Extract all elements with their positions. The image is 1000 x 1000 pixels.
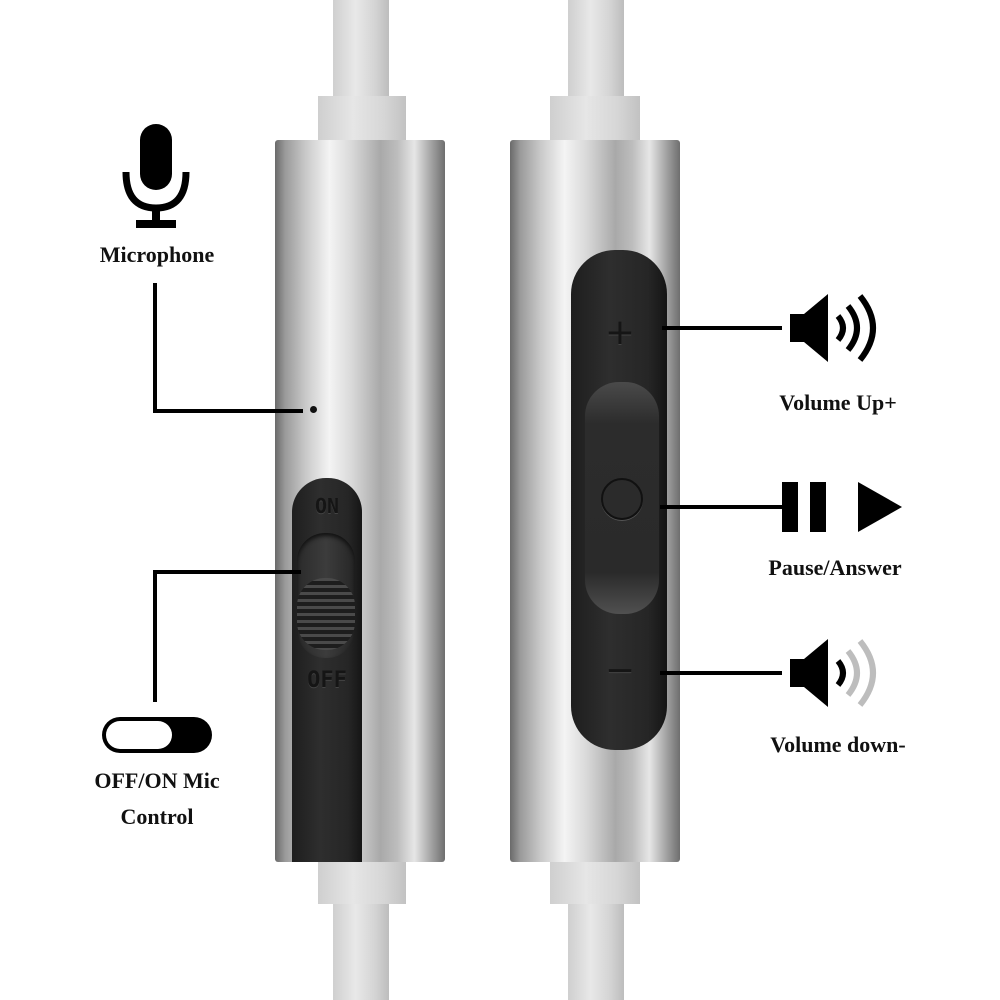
pause-answer-label: Pause/Answer <box>768 555 902 580</box>
volume-down-label: Volume down- <box>770 732 906 757</box>
left-neck-bottom <box>318 858 406 904</box>
switch-leader-v <box>153 570 157 702</box>
switch-on-label: ON <box>314 494 340 518</box>
speaker-volume-down-icon <box>790 639 876 707</box>
mic-switch-knob[interactable] <box>297 533 355 658</box>
left-neck-top <box>318 96 406 142</box>
microphone-hole <box>310 406 317 413</box>
microphone-label: Microphone <box>99 242 215 267</box>
right-cable-bottom <box>568 900 624 1000</box>
toggle-switch-icon <box>102 717 212 753</box>
microphone-leader-h <box>153 409 303 413</box>
switch-leader-h <box>153 570 301 574</box>
switch-off-label: OFF <box>307 668 347 693</box>
pause-icon <box>782 482 828 532</box>
right-cable-top <box>568 0 624 100</box>
pause-answer-button[interactable] <box>585 382 659 614</box>
knob-grip <box>297 578 355 650</box>
left-cable-bottom <box>333 900 389 1000</box>
microphone-leader-v <box>153 283 157 413</box>
volume-down-leader <box>660 671 782 675</box>
circle-button-icon <box>601 478 643 520</box>
speaker-volume-up-icon <box>790 294 876 362</box>
right-neck-top <box>550 96 640 142</box>
volume-up-leader <box>662 326 782 330</box>
pause-leader <box>660 505 782 509</box>
play-icon <box>858 482 902 532</box>
mic-control-label-line2: Control <box>120 804 194 829</box>
right-neck-bottom <box>550 858 640 904</box>
volume-up-label: Volume Up+ <box>779 390 897 415</box>
volume-down-button[interactable]: − <box>604 650 636 691</box>
left-cable-top <box>333 0 389 100</box>
microphone-icon <box>122 124 190 228</box>
mic-control-label-line1: OFF/ON Mic <box>94 768 220 793</box>
volume-up-button[interactable]: + <box>604 312 636 353</box>
